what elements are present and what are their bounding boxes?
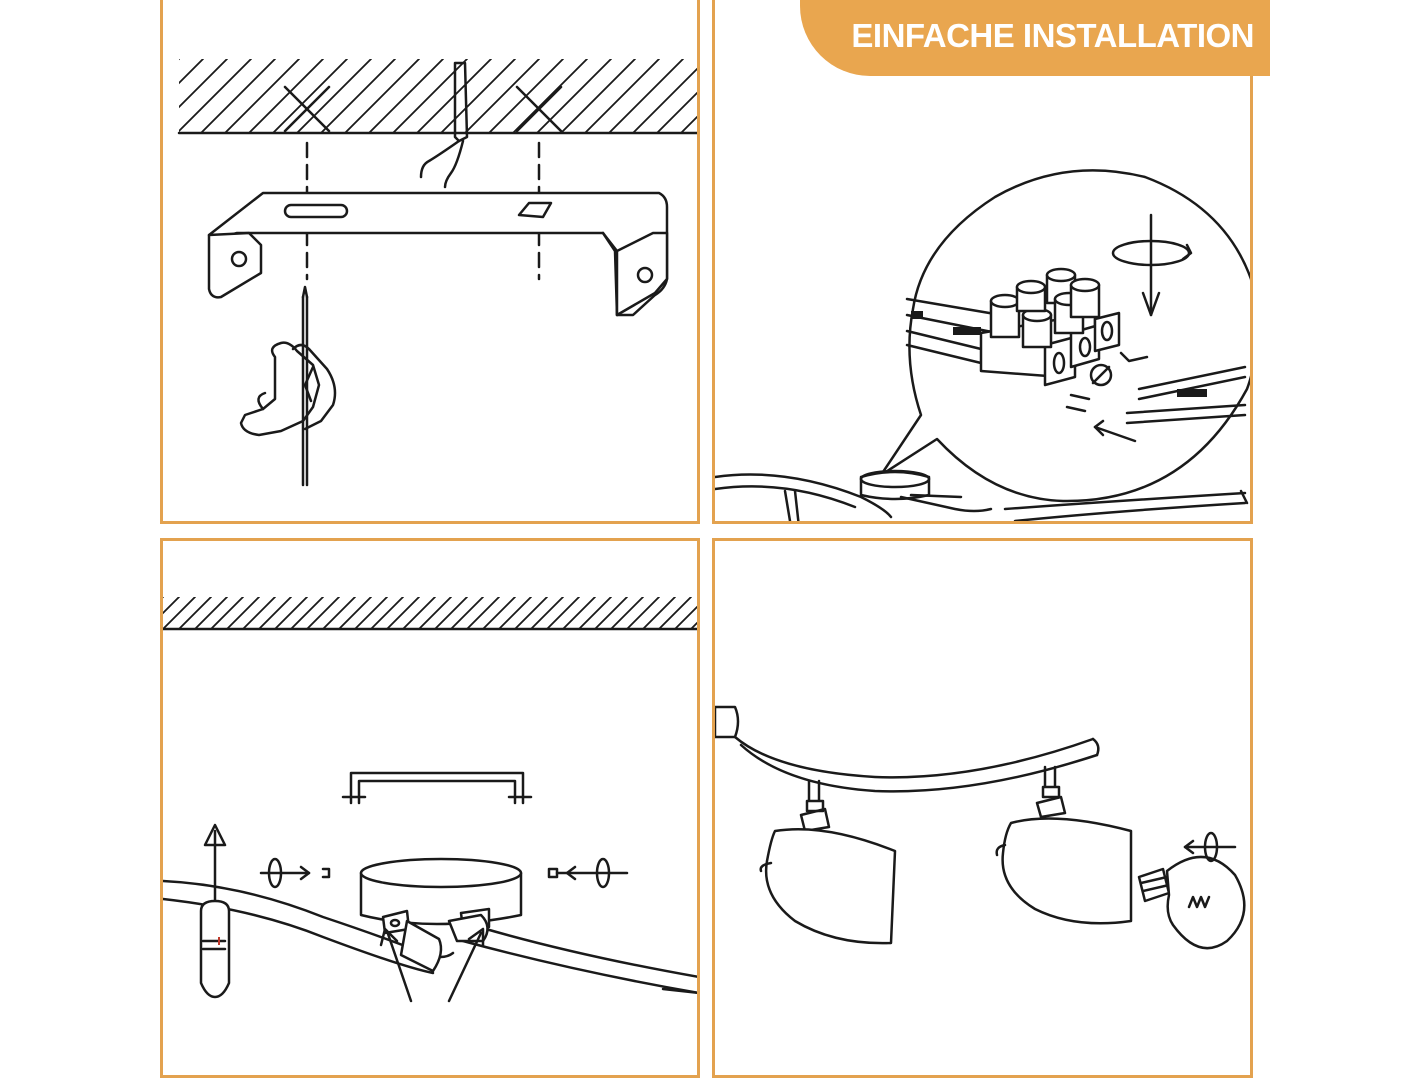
hatch-line: [594, 597, 628, 629]
hatch-line: [578, 597, 612, 629]
hatch-line: [163, 597, 196, 629]
hatch-line: [680, 115, 697, 133]
hatch-line: [610, 597, 644, 629]
magnifier-bubble: [879, 169, 1250, 503]
hatch-line: [258, 597, 292, 629]
hatch-line: [200, 59, 276, 133]
hatch-line: [450, 597, 484, 629]
step-2-panel: [712, 0, 1253, 524]
page-title: EINFACHE INSTALLATION: [851, 17, 1254, 54]
bracket-top: [341, 771, 533, 805]
hatch-line: [179, 59, 252, 133]
hatch-line: [163, 597, 180, 615]
hatch-line: [536, 59, 612, 133]
hatch-line: [626, 597, 660, 629]
hatch-line: [194, 597, 228, 629]
hatch-line: [179, 59, 180, 61]
hatch-line: [274, 597, 308, 629]
mounting-bracket: [207, 191, 669, 317]
ceiling-canopy: [359, 857, 523, 935]
hatch-line: [584, 59, 660, 133]
light-rail: [163, 879, 697, 995]
hatch-line: [338, 597, 372, 629]
terminal-block-icon: [715, 169, 1250, 521]
spot-head-2: [995, 765, 1133, 925]
hatch-line: [632, 67, 697, 133]
hatch-line: [178, 597, 212, 629]
hatch-line: [560, 59, 636, 133]
hatch-line: [290, 597, 324, 629]
hatch-line: [482, 597, 516, 629]
hatch-line: [546, 597, 580, 629]
hatch-line: [322, 597, 356, 629]
hand-drill: [239, 285, 337, 487]
hatch-line: [562, 597, 596, 629]
rail-assembly: [715, 705, 1100, 793]
hatch-line: [226, 597, 260, 629]
step-1-panel: [160, 0, 700, 524]
hatch-line: [320, 59, 396, 133]
hatch-line: [179, 59, 204, 85]
title-banner: EINFACHE INSTALLATION: [800, 0, 1270, 76]
spot-head-1: [759, 779, 897, 945]
spot-tube: [199, 823, 231, 999]
hatch-line: [690, 621, 697, 629]
hatch-line: [242, 597, 276, 629]
hatch-line: [656, 91, 697, 133]
hatch-line: [370, 597, 404, 629]
hatch-line: [248, 59, 324, 133]
screw-caps: [989, 267, 1101, 349]
hatch-line: [306, 597, 340, 629]
hatch-line: [530, 597, 564, 629]
power-cable: [419, 61, 469, 189]
hatch-line: [642, 597, 676, 629]
hatch-line: [386, 597, 420, 629]
step-4-panel: [712, 538, 1253, 1078]
bulb-install-icon: [715, 705, 1246, 950]
hatch-line: [466, 597, 500, 629]
bracket-drill-icon: [177, 59, 697, 487]
hatch-line: [179, 59, 228, 109]
ceiling-hatch: [179, 59, 697, 133]
mount-screws-icon: [163, 597, 697, 1003]
hatch-line: [464, 59, 540, 133]
light-bulb: [1137, 855, 1246, 950]
hatch-line: [608, 59, 684, 133]
hatch-line: [418, 597, 452, 629]
hatch-line: [368, 59, 444, 133]
hatch-line: [658, 597, 692, 629]
rail-base: [715, 469, 1249, 521]
hatch-line: [272, 59, 348, 133]
hatch-line: [296, 59, 372, 133]
hatch-line: [210, 597, 244, 629]
wires: [1065, 351, 1247, 443]
hatch-line: [498, 597, 532, 629]
hatch-line: [344, 59, 420, 133]
hatch-line: [512, 59, 588, 133]
hatch-line: [354, 597, 388, 629]
hatch-line: [434, 597, 468, 629]
step-3-panel: [160, 538, 700, 1078]
hatch-line: [402, 597, 436, 629]
drill-mark-right: [515, 85, 563, 133]
hatch-line: [514, 597, 548, 629]
pointer-arrows: [379, 927, 485, 1003]
hatch-line: [674, 605, 697, 629]
rotate-arrow-icon: [1111, 213, 1193, 317]
hatch-line: [440, 59, 516, 133]
rotate-small-icon: [1183, 831, 1237, 863]
drill-mark-left: [283, 85, 331, 133]
screw-left-icon: [259, 857, 331, 889]
screw-right-icon: [547, 857, 629, 889]
ceiling-hatch-2: [163, 597, 697, 629]
hatch-line: [224, 59, 300, 133]
